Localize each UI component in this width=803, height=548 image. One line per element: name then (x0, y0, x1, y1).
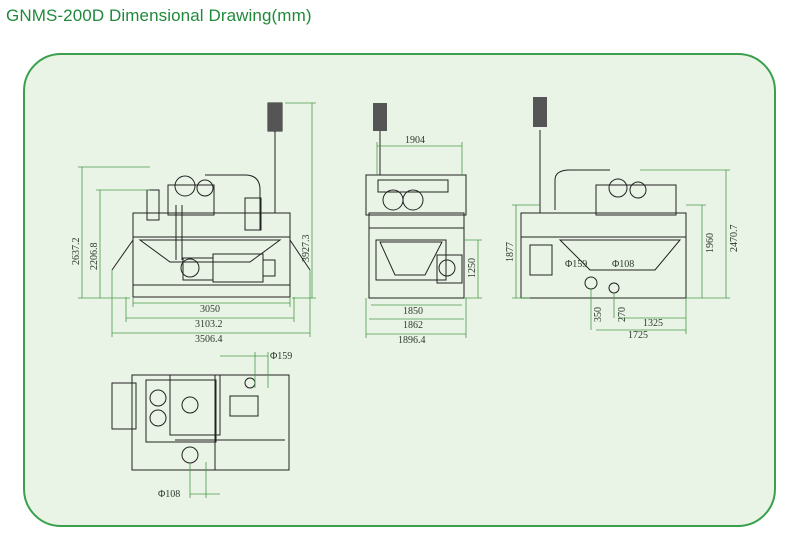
side-width-b: 1862 (403, 320, 423, 331)
rear-height-left: 1877 (505, 242, 516, 262)
front-length-a: 3050 (200, 304, 220, 315)
side-width-a: 1850 (403, 306, 423, 317)
rear-inlet-diameter: Φ108 (612, 259, 634, 270)
top-outlet-diameter: Φ159 (270, 351, 292, 362)
front-height-a: 2637.2 (71, 238, 82, 266)
top-view: Φ159 Φ108 (111, 351, 292, 500)
rear-outlet-diameter: Φ159 (565, 259, 587, 270)
side-view: 1904 1250 1850 1862 1896.4 (365, 103, 482, 346)
side-height: 1250 (467, 258, 478, 278)
rear-height-right-a: 1960 (705, 233, 716, 253)
front-length-b: 3103.2 (195, 319, 223, 330)
front-length-c: 3506.4 (195, 334, 223, 345)
side-top-width: 1904 (405, 135, 425, 146)
drawing-panel (23, 53, 776, 527)
front-height-b: 2206.8 (89, 243, 100, 271)
front-view: 2637.2 2206.8 3927.3 3050 3103.2 3506.4 (71, 102, 316, 345)
rear-offset-a: 350 (593, 307, 604, 322)
rear-view: 1877 1960 2470.7 Φ159 Φ108 350 270 1325 … (505, 97, 740, 341)
rear-height-right-b: 2470.7 (729, 225, 740, 253)
rear-span-b: 1725 (628, 330, 648, 341)
front-height-total: 3927.3 (301, 235, 312, 263)
drawing-title: GNMS-200D Dimensional Drawing(mm) (6, 6, 312, 25)
rear-offset-b: 270 (617, 307, 628, 322)
rear-span-a: 1325 (643, 318, 663, 329)
top-inlet-diameter: Φ108 (158, 489, 180, 500)
side-width-c: 1896.4 (398, 335, 426, 346)
